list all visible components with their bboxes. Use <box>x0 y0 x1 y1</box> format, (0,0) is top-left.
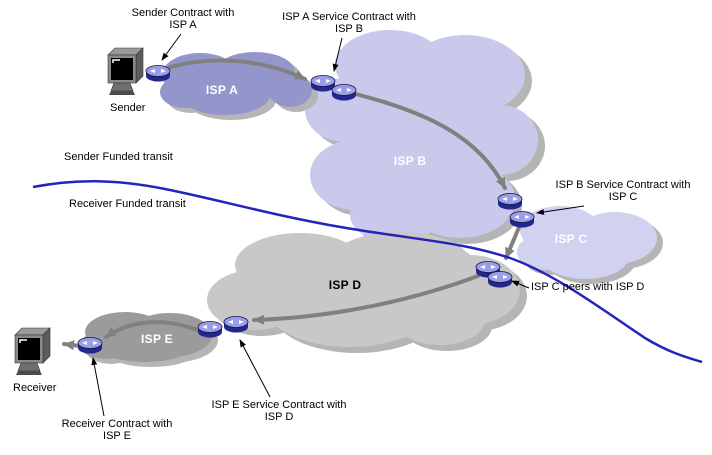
label-sender-contract: Sender Contract with ISP A <box>113 7 253 31</box>
router-icon <box>223 316 249 333</box>
traffic-arrow-ispb <box>350 91 507 190</box>
isp-d-cloud-label: ISP D <box>328 278 362 292</box>
label-sender-funded-transit: Sender Funded transit <box>64 151 173 163</box>
label-receiver-funded-transit: Receiver Funded transit <box>69 198 186 210</box>
receiver-computer-icon <box>14 327 51 376</box>
label-ispc-peers: ISP C peers with ISP D <box>531 281 671 293</box>
label-line: ISP A <box>169 19 197 31</box>
router-icon <box>197 321 223 338</box>
annotation-arrow-ispc-peers <box>511 280 530 289</box>
traffic-arrow-ispd <box>252 274 480 325</box>
annotation-arrow-receiver-contract <box>91 357 105 417</box>
annotation-arrow-ispa-service <box>332 37 343 72</box>
label-line: ISP E <box>103 430 131 442</box>
isp-b-cloud-label: ISP B <box>393 154 427 168</box>
router-icon <box>331 84 357 101</box>
router-icon <box>145 65 171 82</box>
label-line: ISP B <box>335 23 363 35</box>
receiver-label: Receiver <box>13 382 57 394</box>
router-icon <box>77 337 103 354</box>
label-ispb-service-contract: ISP B Service Contract with ISP C <box>542 179 704 203</box>
traffic-arrow-ispa <box>168 58 307 81</box>
label-ispe-service-contract: ISP E Service Contract with ISP D <box>204 399 354 423</box>
label-line: Sender Contract with <box>131 7 235 19</box>
label-line: ISP C <box>608 191 638 203</box>
traffic-arrow-to-receiver <box>62 340 82 351</box>
router-icon <box>487 271 513 288</box>
traffic-arrow-ispb-to-peer <box>504 223 522 260</box>
label-line: ISP A Service Contract with <box>282 11 416 23</box>
annotation-arrow-ispb-service <box>536 205 585 215</box>
label-ispa-service-contract: ISP A Service Contract with ISP B <box>274 11 424 35</box>
label-line: Receiver Contract with <box>61 418 173 430</box>
isp-e-cloud-label: ISP E <box>141 332 173 346</box>
router-icon <box>497 193 523 210</box>
label-line: ISP C peers with ISP D <box>531 281 645 293</box>
isp-a-cloud-label: ISP A <box>205 83 239 97</box>
sender-computer-icon <box>107 47 144 96</box>
label-line: ISP B Service Contract with <box>555 179 691 191</box>
traffic-arrow-ispe <box>104 320 202 339</box>
transit-divider-line <box>32 180 703 364</box>
label-line: ISP D <box>264 411 294 423</box>
router-icon <box>509 211 535 228</box>
annotation-arrow-ispe-service <box>239 339 271 398</box>
isp-c-cloud-label: ISP C <box>554 232 588 246</box>
label-line: ISP E Service Contract with <box>211 399 347 411</box>
label-receiver-contract: Receiver Contract with ISP E <box>52 418 182 442</box>
annotation-arrow-sender-contract <box>161 33 182 61</box>
sender-label: Sender <box>110 102 146 114</box>
router-icon <box>310 75 336 92</box>
